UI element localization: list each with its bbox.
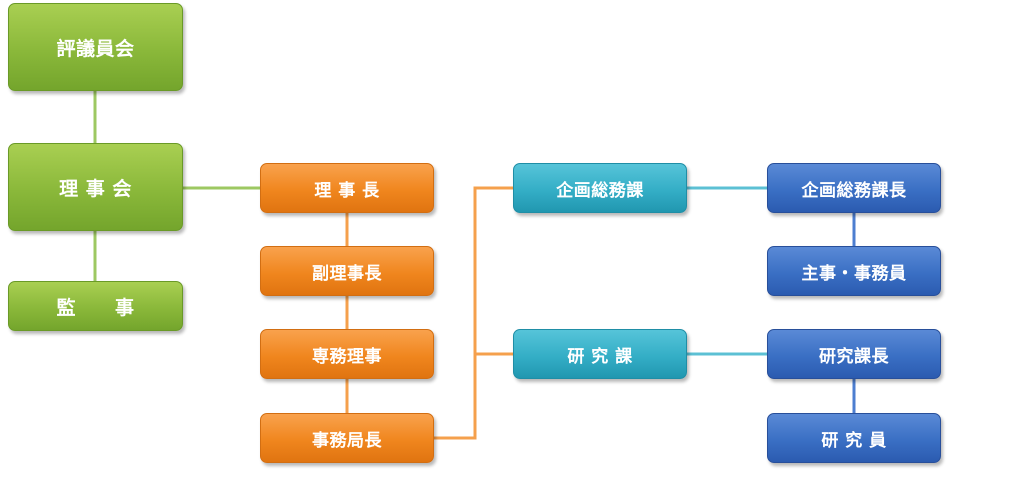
node-planning-division: 企画総務課 xyxy=(513,163,687,213)
node-planning-head: 企画総務課長 xyxy=(767,163,941,213)
node-secretary-general: 事務局長 xyxy=(260,413,434,463)
node-council: 評議員会 xyxy=(8,3,183,91)
node-vice-chair: 副理事長 xyxy=(260,246,434,296)
node-research-head: 研究課長 xyxy=(767,329,941,379)
node-researcher: 研 究 員 xyxy=(767,413,941,463)
node-auditor: 監 事 xyxy=(8,281,183,331)
node-general-staff: 主事・事務員 xyxy=(767,246,941,296)
node-research-division: 研 究 課 xyxy=(513,329,687,379)
node-board: 理 事 会 xyxy=(8,143,183,231)
connector-secgen-divisions xyxy=(434,186,513,440)
node-executive-director: 専務理事 xyxy=(260,329,434,379)
node-chair: 理 事 長 xyxy=(260,163,434,213)
